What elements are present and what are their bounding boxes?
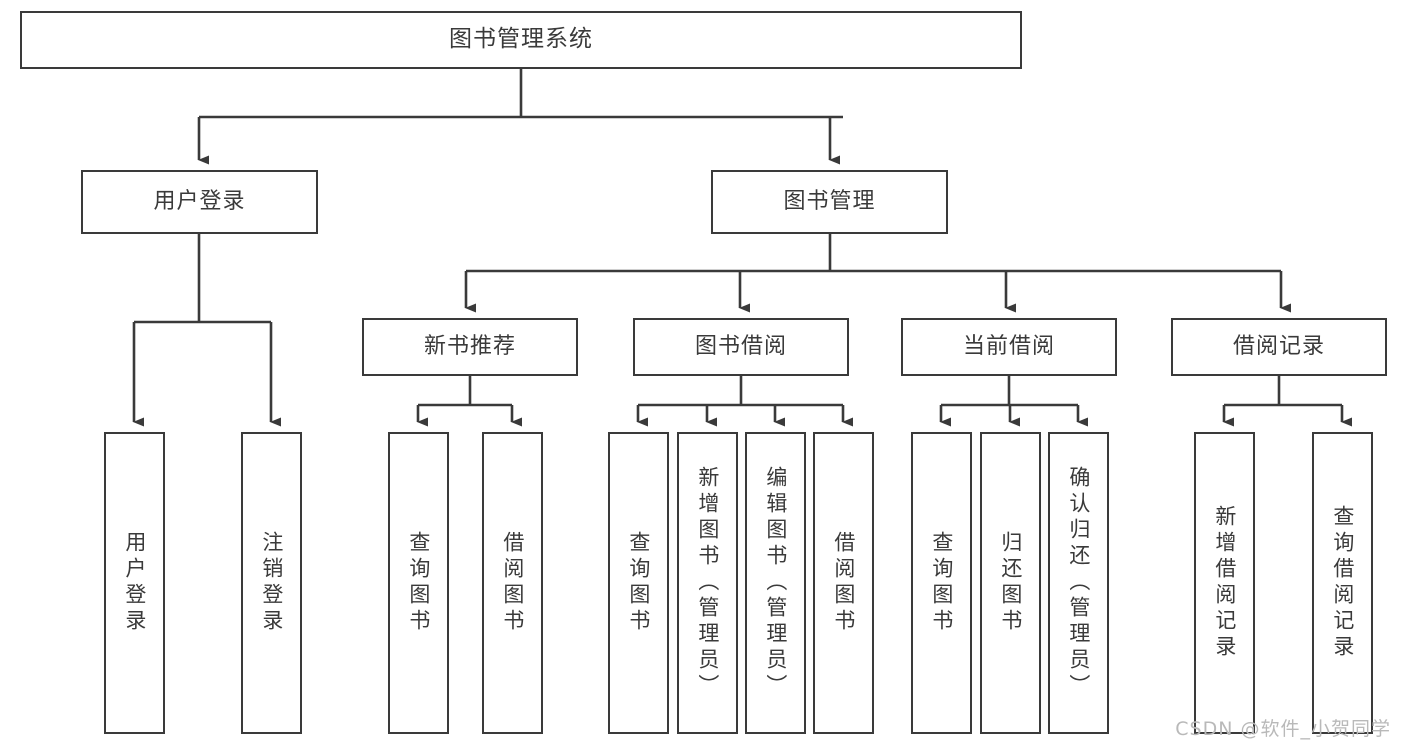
leaf-newbook-borrow-book[interactable]: 借阅图书 (482, 432, 543, 734)
leaf-borrowrecord-query-record[interactable]: 查询借阅记录 (1312, 432, 1373, 734)
node-label: 借阅图书 (500, 531, 525, 635)
leaf-bookborrow-edit-book-admin[interactable]: 编辑图书（管理员） (745, 432, 806, 734)
node-label: 图书借阅 (694, 334, 787, 360)
leaf-currentborrow-return-book[interactable]: 归还图书 (980, 432, 1041, 734)
node-label: 注销登录 (259, 531, 284, 635)
node-book-borrow[interactable]: 图书借阅 (633, 318, 849, 376)
node-label: 查询图书 (929, 531, 954, 635)
node-label: 当前借阅 (962, 334, 1055, 360)
node-label: 编辑图书（管理员） (763, 466, 788, 700)
leaf-borrowrecord-add-record[interactable]: 新增借阅记录 (1194, 432, 1255, 734)
leaf-bookborrow-borrow-book[interactable]: 借阅图书 (813, 432, 874, 734)
node-label: 归还图书 (998, 531, 1023, 635)
node-borrow-record[interactable]: 借阅记录 (1171, 318, 1387, 376)
node-label: 查询借阅记录 (1330, 505, 1355, 661)
node-label: 用户登录 (153, 189, 246, 215)
node-label: 借阅记录 (1232, 334, 1325, 360)
node-label: 图书管理 (783, 189, 876, 215)
leaf-currentborrow-query-book[interactable]: 查询图书 (911, 432, 972, 734)
node-root-system[interactable]: 图书管理系统 (20, 11, 1022, 69)
node-label: 确认归还（管理员） (1066, 466, 1091, 700)
node-label: 新书推荐 (423, 334, 516, 360)
node-current-borrow[interactable]: 当前借阅 (901, 318, 1117, 376)
node-label: 查询图书 (626, 531, 651, 635)
leaf-bookborrow-add-book-admin[interactable]: 新增图书（管理员） (677, 432, 738, 734)
leaf-bookborrow-query-book[interactable]: 查询图书 (608, 432, 669, 734)
node-label: 新增图书（管理员） (695, 466, 720, 700)
leaf-newbook-query-book[interactable]: 查询图书 (388, 432, 449, 734)
leaf-currentborrow-confirm-return-admin[interactable]: 确认归还（管理员） (1048, 432, 1109, 734)
csdn-watermark: CSDN @软件_小贺同学 (1175, 718, 1391, 740)
leaf-logout[interactable]: 注销登录 (241, 432, 302, 734)
node-label: 新增借阅记录 (1212, 505, 1237, 661)
node-label: 借阅图书 (831, 531, 856, 635)
node-book-management[interactable]: 图书管理 (711, 170, 948, 234)
node-label: 查询图书 (406, 531, 431, 635)
node-user-login[interactable]: 用户登录 (81, 170, 318, 234)
node-label: 用户登录 (122, 531, 147, 635)
node-new-book-recommend[interactable]: 新书推荐 (362, 318, 578, 376)
node-label: 图书管理系统 (449, 26, 593, 53)
leaf-user-login[interactable]: 用户登录 (104, 432, 165, 734)
